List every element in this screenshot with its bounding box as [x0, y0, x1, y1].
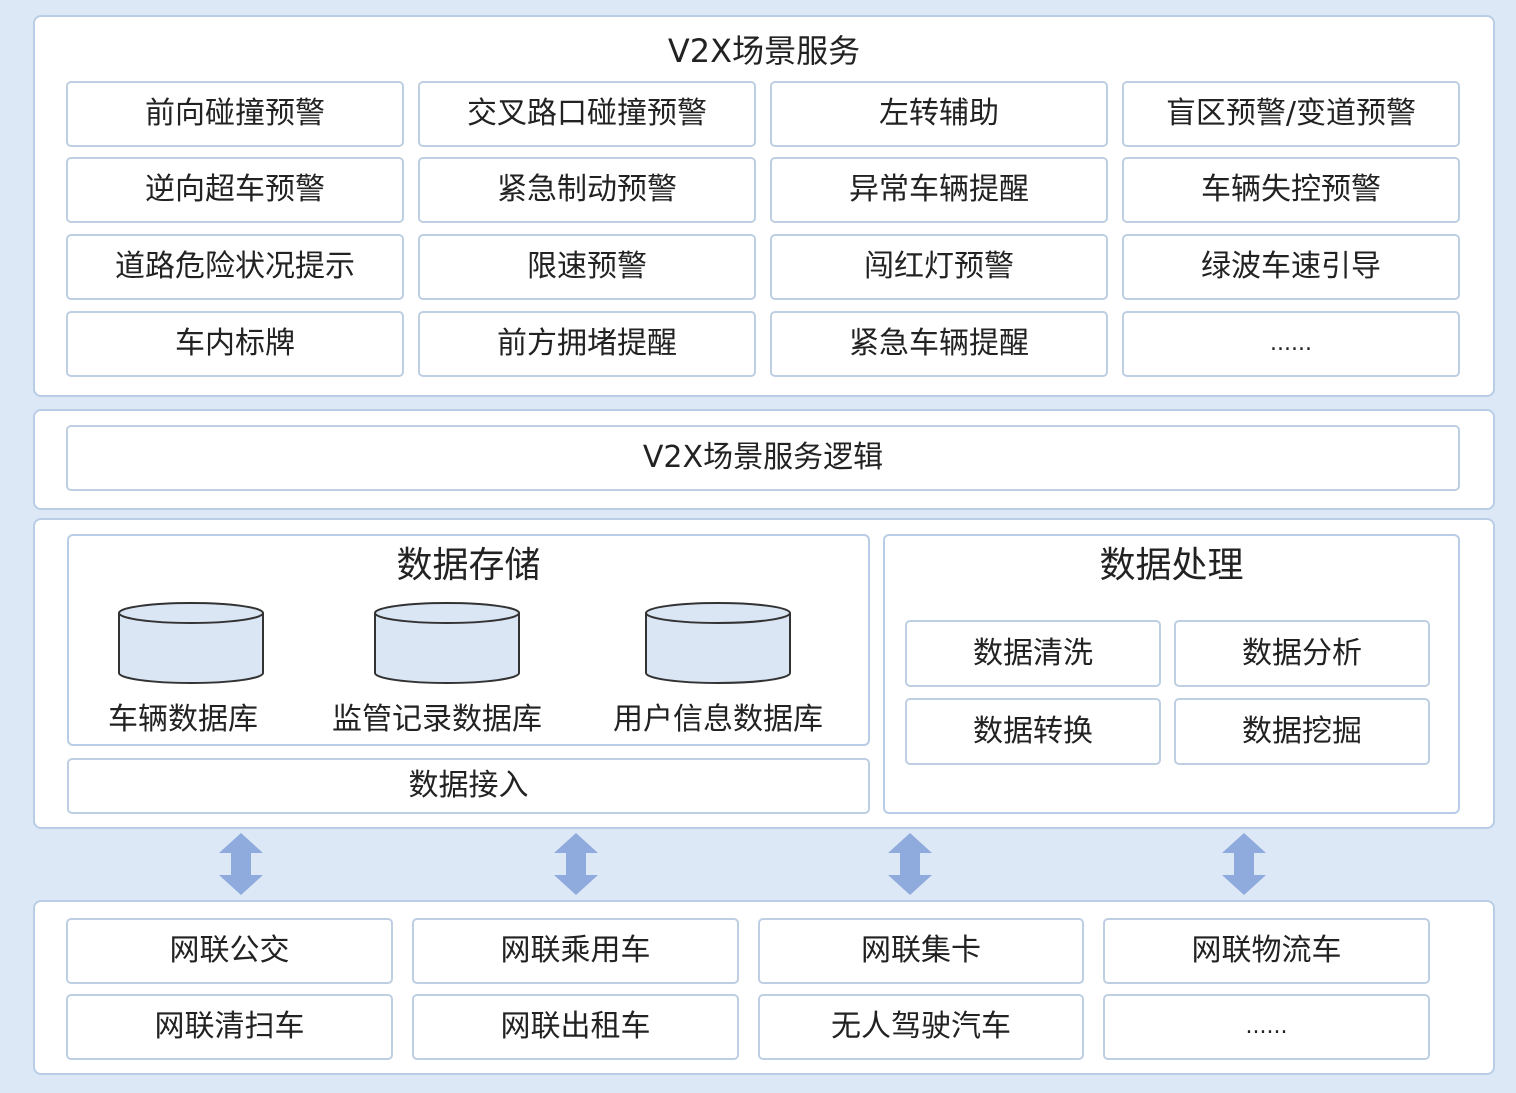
service-congestion-ahead: 前方拥堵提醒 [418, 311, 756, 377]
data-mining-box: 数据挖掘 [1174, 698, 1430, 765]
supervision-database-label: 监管记录数据库 [332, 702, 542, 737]
v2x-services-title: V2X场景服务 [667, 32, 861, 70]
vehicle-sweeper: 网联清扫车 [66, 994, 393, 1060]
vehicle-more: ...... [1103, 994, 1430, 1060]
vehicle-bus: 网联公交 [66, 918, 393, 984]
service-speed-limit: 限速预警 [418, 234, 756, 300]
vehicle-passenger-car: 网联乘用车 [412, 918, 739, 984]
service-intersection-collision: 交叉路口碰撞预警 [418, 81, 756, 147]
v2x-logic-box: V2X场景服务逻辑 [66, 425, 1460, 491]
data-analysis-box: 数据分析 [1174, 620, 1430, 687]
service-left-turn-assist: 左转辅助 [770, 81, 1108, 147]
bidirectional-arrow-icon [888, 833, 932, 895]
vehicle-container-truck: 网联集卡 [758, 918, 1084, 984]
vehicle-taxi: 网联出租车 [412, 994, 739, 1060]
vehicle-database-label: 车辆数据库 [108, 702, 258, 737]
database-icon [374, 602, 520, 684]
user-info-database-label: 用户信息数据库 [613, 702, 823, 737]
database-icon [118, 602, 264, 684]
service-loss-of-control: 车辆失控预警 [1122, 157, 1460, 223]
bidirectional-arrow-icon [1222, 833, 1266, 895]
service-in-vehicle-signage: 车内标牌 [66, 311, 404, 377]
service-blind-spot-lane-change: 盲区预警/变道预警 [1122, 81, 1460, 147]
data-processing-title: 数据处理 [1099, 545, 1244, 586]
data-conversion-box: 数据转换 [905, 698, 1161, 765]
service-red-light: 闯红灯预警 [770, 234, 1108, 300]
service-more: ...... [1122, 311, 1460, 377]
vehicle-logistics: 网联物流车 [1103, 918, 1430, 984]
service-forward-collision: 前向碰撞预警 [66, 81, 404, 147]
data-cleaning-box: 数据清洗 [905, 620, 1161, 687]
bidirectional-arrow-icon [554, 833, 598, 895]
service-green-wave: 绿波车速引导 [1122, 234, 1460, 300]
service-abnormal-vehicle: 异常车辆提醒 [770, 157, 1108, 223]
vehicle-autonomous: 无人驾驶汽车 [758, 994, 1084, 1060]
service-emergency-brake: 紧急制动预警 [418, 157, 756, 223]
data-storage-title: 数据存储 [396, 545, 541, 586]
bidirectional-arrow-icon [219, 833, 263, 895]
data-access-box: 数据接入 [67, 758, 870, 814]
service-emergency-vehicle: 紧急车辆提醒 [770, 311, 1108, 377]
database-icon [645, 602, 791, 684]
service-reverse-overtake: 逆向超车预警 [66, 157, 404, 223]
service-road-hazard: 道路危险状况提示 [66, 234, 404, 300]
